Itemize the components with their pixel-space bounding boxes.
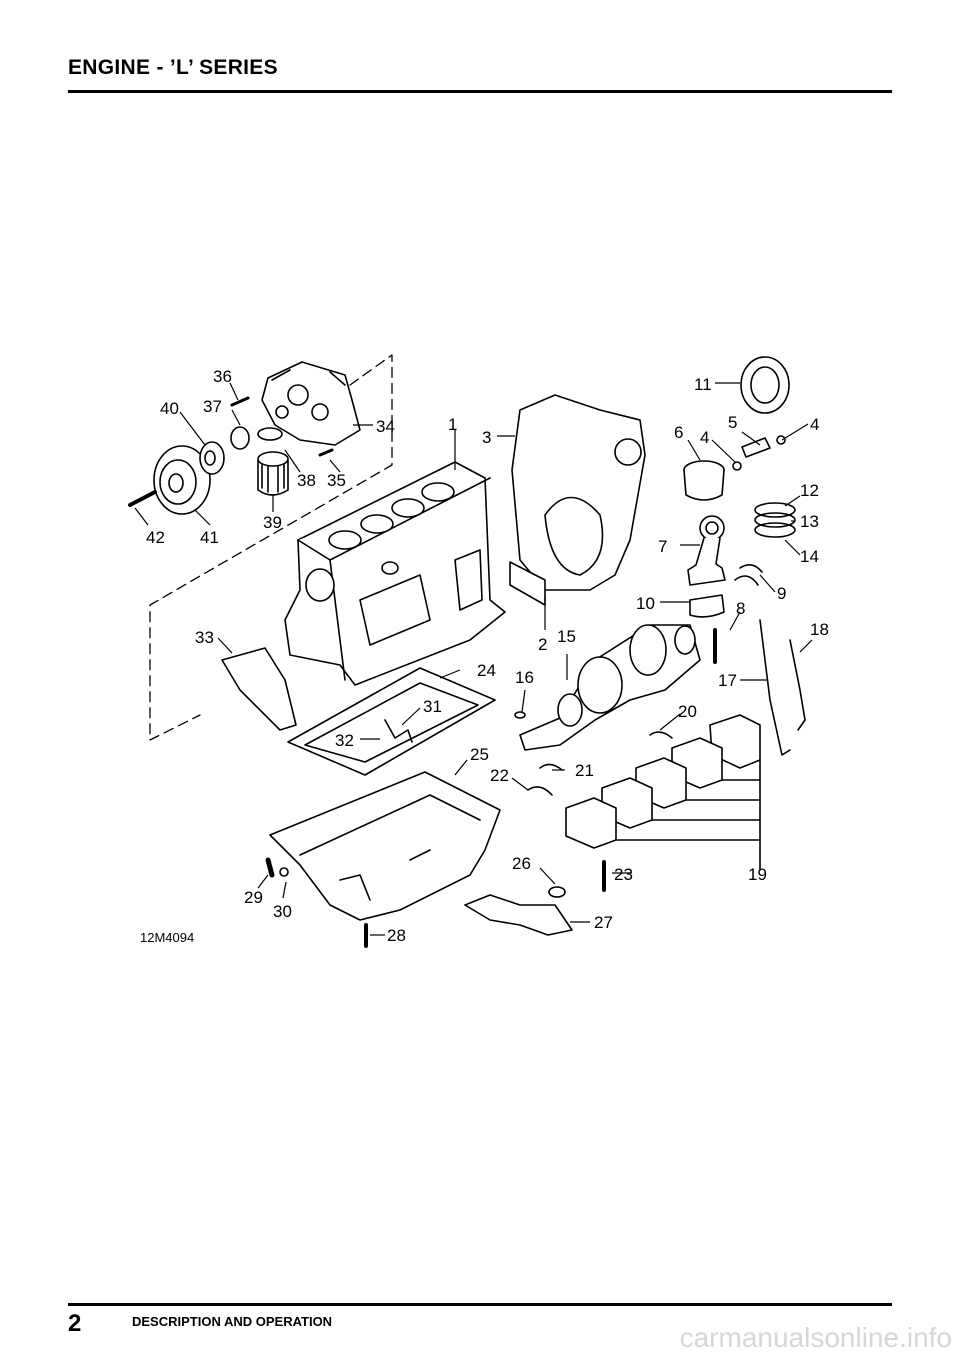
callout-40: 40 xyxy=(160,399,179,418)
callout-10: 10 xyxy=(636,594,655,613)
footer-rule xyxy=(68,1303,892,1306)
main-bearing-caps xyxy=(565,714,761,849)
crankshaft-pulley xyxy=(153,445,211,515)
callout-bracket-19 xyxy=(615,759,761,871)
circlip-2 xyxy=(776,435,786,445)
callout-11: 11 xyxy=(694,375,712,394)
pulley-bolt xyxy=(128,490,157,507)
callout-7: 7 xyxy=(658,537,667,556)
callout-35: 35 xyxy=(327,471,346,490)
page-number: 2 xyxy=(68,1310,82,1337)
callout-4b: 4 xyxy=(810,415,819,434)
piston xyxy=(683,460,725,501)
callout-34: 34 xyxy=(376,417,395,436)
oil-sump xyxy=(269,771,501,921)
callout-32: 32 xyxy=(335,731,354,750)
callout-28: 28 xyxy=(387,926,406,945)
callout-3: 3 xyxy=(482,428,491,447)
bracket-o-ring xyxy=(548,886,566,898)
callout-18: 18 xyxy=(810,620,829,639)
callout-30: 30 xyxy=(273,902,292,921)
callout-42: 42 xyxy=(146,528,165,547)
bearing-shell xyxy=(734,564,763,586)
callout-1: 1 xyxy=(448,415,457,434)
connecting-rod xyxy=(687,515,726,586)
callout-9: 9 xyxy=(777,584,786,603)
callout-17: 17 xyxy=(718,671,737,690)
callout-23: 23 xyxy=(614,865,633,884)
callout-13: 13 xyxy=(800,512,819,531)
callout-25: 25 xyxy=(470,745,489,764)
callout-labels: 1 2 3 4 4 5 6 7 8 9 10 11 12 13 14 15 16… xyxy=(140,367,829,945)
rear-engine-plate xyxy=(511,394,646,591)
callout-37: 37 xyxy=(203,397,222,416)
callout-20: 20 xyxy=(678,702,697,721)
callout-19: 19 xyxy=(748,865,767,884)
callout-6: 6 xyxy=(674,423,683,442)
callout-29: 29 xyxy=(244,888,263,907)
callout-26: 26 xyxy=(512,854,531,873)
oil-pump-housing xyxy=(261,361,361,446)
drain-washer xyxy=(279,867,289,877)
header-rule xyxy=(68,90,892,93)
drain-plug xyxy=(265,857,275,878)
oil-seal xyxy=(230,426,250,450)
leader-lines xyxy=(134,382,813,936)
assembly-boundary-dashed xyxy=(149,354,393,741)
o-ring xyxy=(257,427,283,441)
woodruff-key xyxy=(514,711,526,719)
sump-gasket xyxy=(287,667,496,776)
callout-4: 4 xyxy=(700,428,709,447)
bearing-shell-lower xyxy=(527,786,553,796)
circlip xyxy=(732,461,742,471)
pump-bolt xyxy=(318,448,334,457)
callout-22: 22 xyxy=(490,766,509,785)
callout-8: 8 xyxy=(736,599,745,618)
callout-41: 41 xyxy=(200,528,219,547)
section-title: DESCRIPTION AND OPERATION xyxy=(132,1314,333,1329)
timing-belt-cover xyxy=(221,647,297,731)
piston-pin xyxy=(741,437,771,458)
callout-15: 15 xyxy=(557,627,576,646)
crankshaft xyxy=(519,624,701,751)
callout-31: 31 xyxy=(423,697,442,716)
pump-screw xyxy=(230,396,250,407)
watermark: carmanualsonline.info xyxy=(679,1322,952,1353)
dipstick xyxy=(759,619,791,756)
callout-14: 14 xyxy=(800,547,819,566)
support-bracket xyxy=(464,894,573,936)
callout-38: 38 xyxy=(297,471,316,490)
callout-12: 12 xyxy=(800,481,819,500)
callout-24: 24 xyxy=(477,661,496,680)
piston-rings xyxy=(754,502,796,538)
rod-cap xyxy=(689,594,725,618)
oil-filter xyxy=(257,451,289,496)
cylinder-block xyxy=(284,461,506,686)
callout-5: 5 xyxy=(728,413,737,432)
callout-21: 21 xyxy=(575,761,594,780)
callout-16: 16 xyxy=(515,668,534,687)
page-title: ENGINE - ’L’ SERIES xyxy=(68,56,278,79)
rear-oil-seal xyxy=(740,356,790,414)
callout-36: 36 xyxy=(213,367,232,386)
bearing-shell-upper xyxy=(539,763,563,771)
oil-pickup xyxy=(384,719,413,743)
thrust-washer xyxy=(649,731,673,739)
callout-39: 39 xyxy=(263,513,282,532)
timing-gear xyxy=(199,441,225,475)
dipstick-tube xyxy=(789,639,806,731)
callout-2: 2 xyxy=(538,635,547,654)
callout-33: 33 xyxy=(195,628,214,647)
callout-27: 27 xyxy=(594,913,613,932)
figure-id: 12M4094 xyxy=(140,930,194,945)
